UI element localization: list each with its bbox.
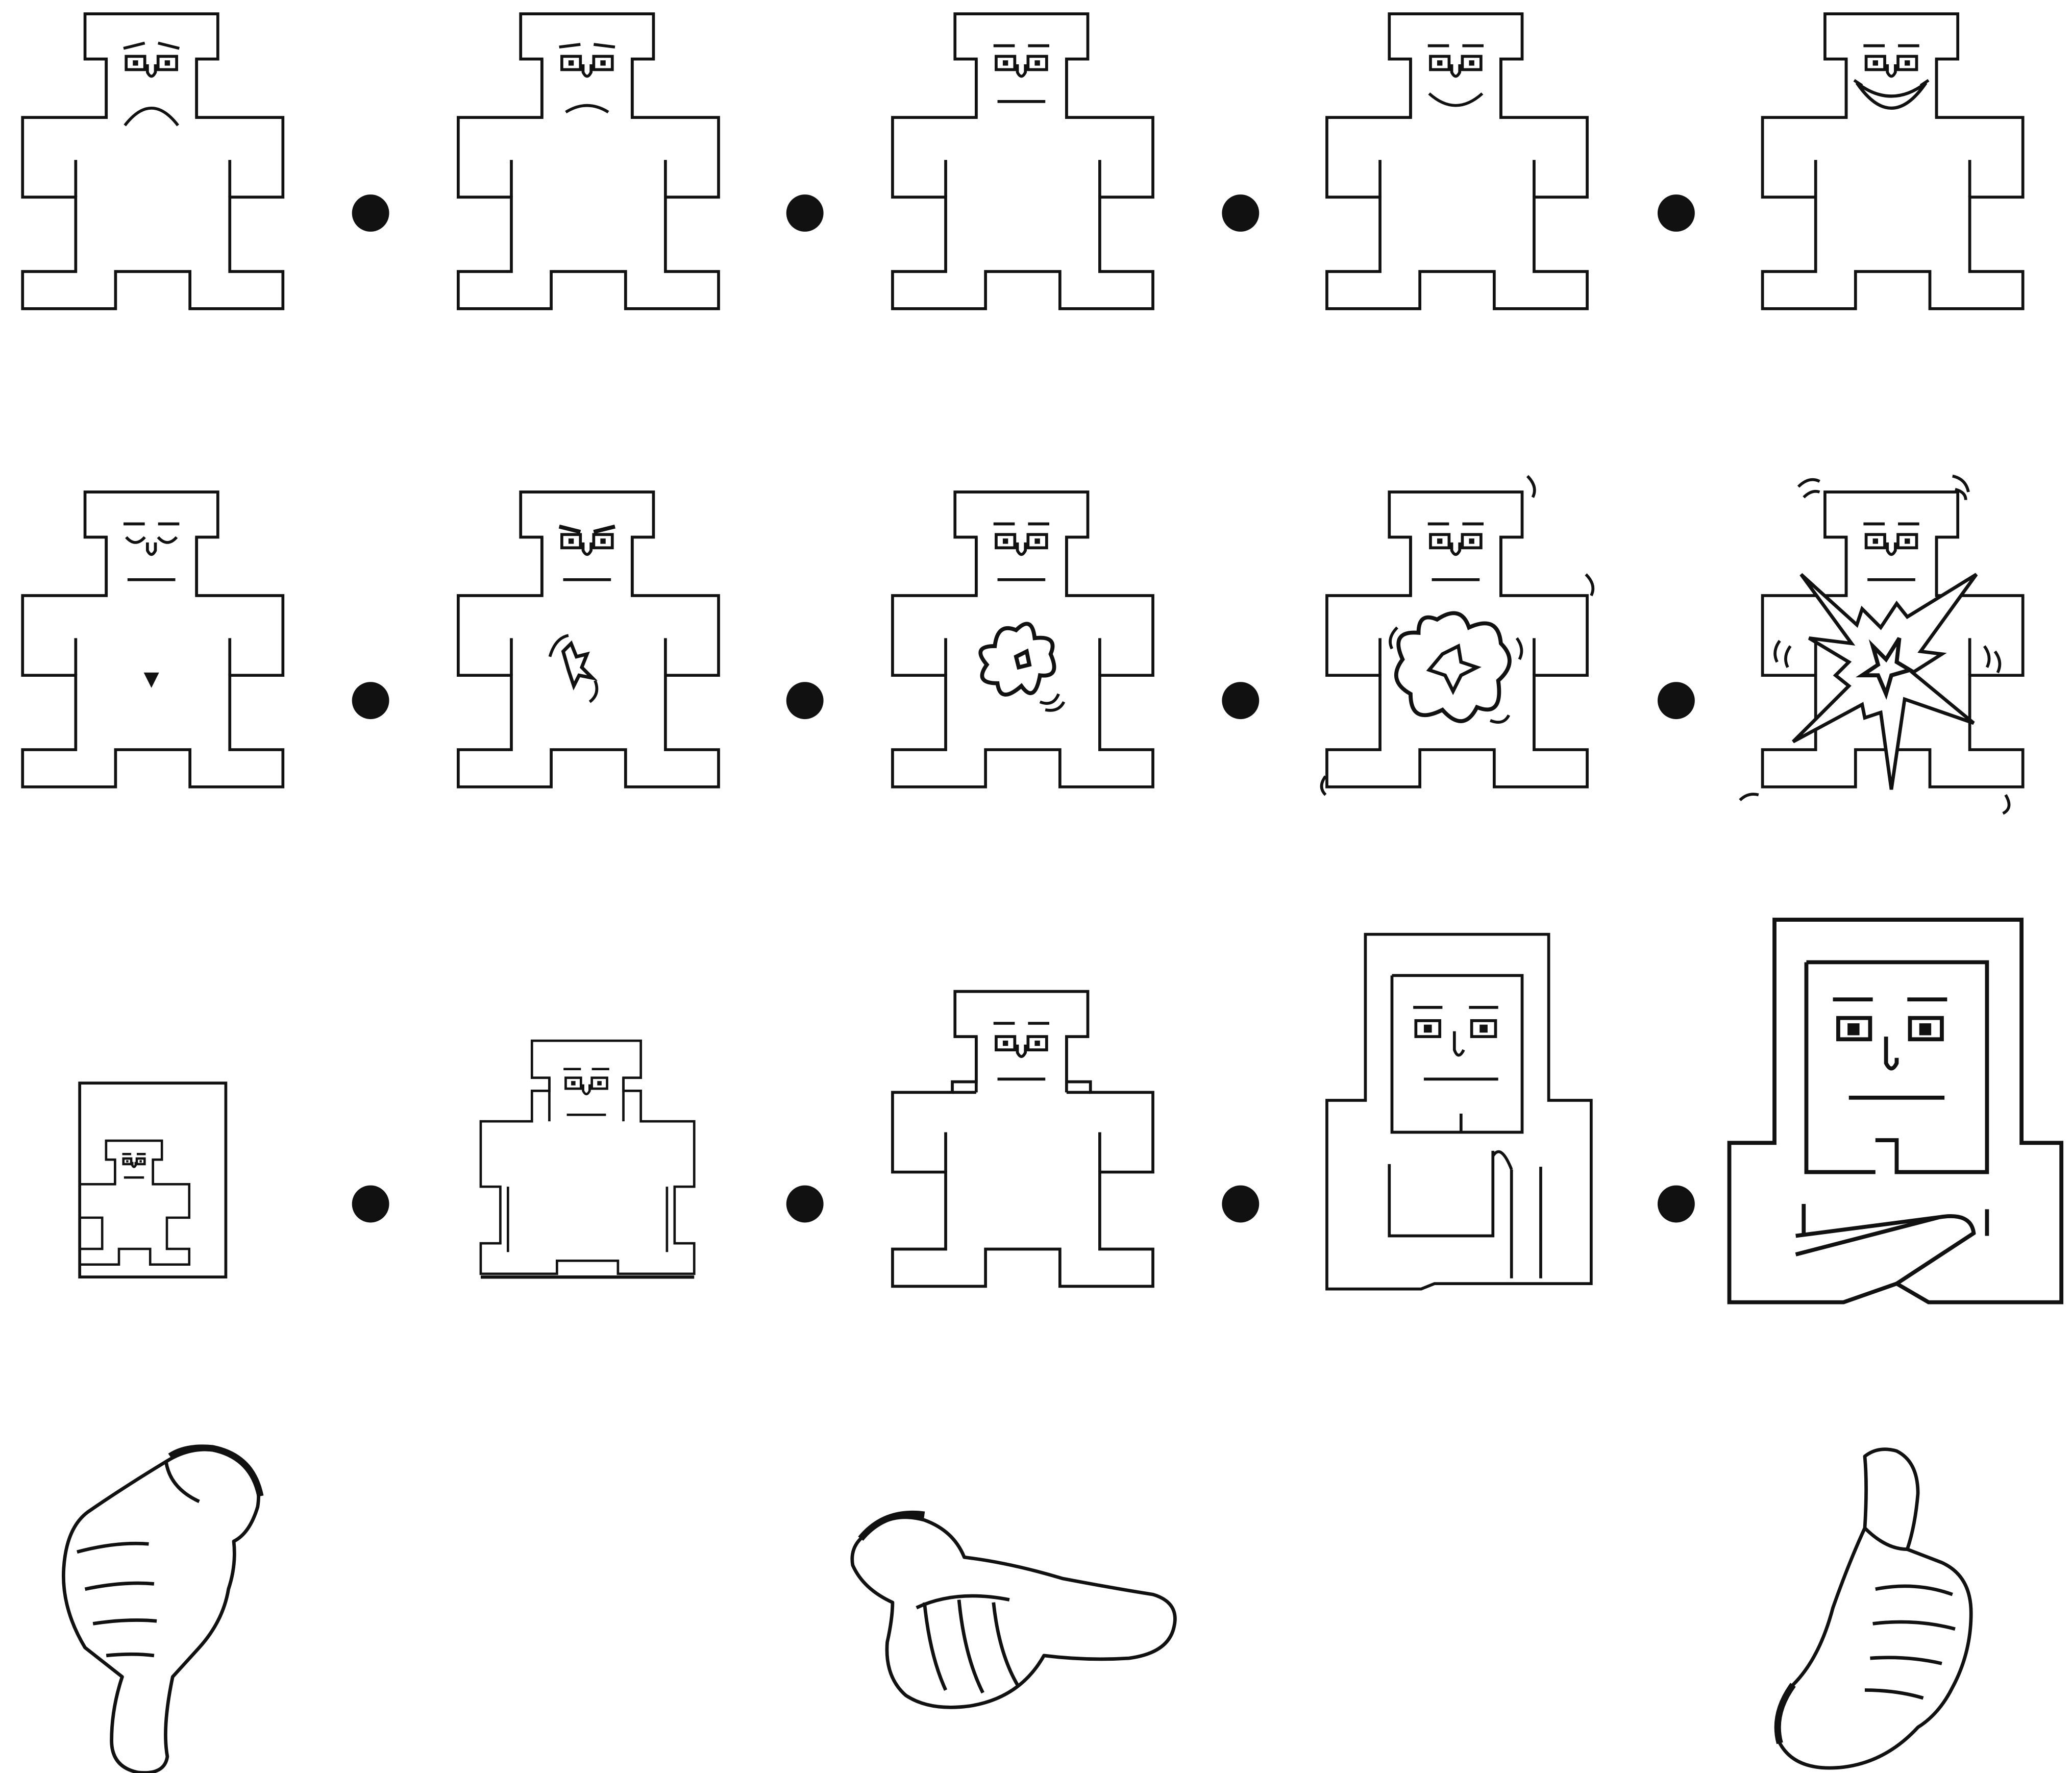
separator-dot (786, 682, 824, 720)
separator-dot (1658, 682, 1695, 720)
arousal-figure-calm (21, 490, 285, 789)
dominance-figure-medium (891, 990, 1154, 1288)
separator-dot (1222, 194, 1260, 232)
arousal-figure-slight (457, 490, 720, 789)
dominance-figure-very-small (78, 1081, 228, 1279)
separator-dot (1658, 194, 1695, 232)
valence-figure-happy (1325, 12, 1589, 310)
activation-dot (143, 672, 159, 688)
valence-figure-very-unhappy (21, 12, 285, 310)
dominance-row (78, 918, 2064, 1304)
activation-explosion (1792, 573, 1978, 790)
separator-dot (1658, 1185, 1695, 1223)
valence-figure-neutral (891, 12, 1154, 310)
thumbs-sideways-icon (850, 1510, 1177, 1709)
separator-dot (352, 1185, 389, 1223)
valence-figure-unhappy (457, 12, 720, 310)
hands-row (62, 1444, 1973, 1773)
thumbs-up-icon (1774, 1447, 1973, 1770)
separator-dot (786, 194, 824, 232)
arousal-row (21, 475, 2025, 815)
arousal-figure-aroused (1320, 475, 1595, 796)
separator-dot (352, 194, 389, 232)
separator-dot (786, 1185, 824, 1223)
thumbs-down-icon (62, 1444, 264, 1773)
dominance-figure-very-large (1727, 918, 2064, 1304)
activation-medium-splat (978, 622, 1056, 697)
activation-large-splat (1394, 611, 1512, 723)
valence-figure-very-happy (1761, 12, 2025, 310)
separator-dot (352, 682, 389, 720)
dominance-figure-large (1325, 932, 1593, 1291)
dominance-figure-small (479, 1039, 696, 1279)
valence-row (21, 12, 2025, 310)
arousal-figure-moderate (891, 490, 1154, 789)
activation-small-splat (561, 640, 598, 691)
arousal-figure-very-aroused (1739, 475, 2025, 815)
separator-dot (1222, 682, 1260, 720)
separator-dot (1222, 1185, 1260, 1223)
